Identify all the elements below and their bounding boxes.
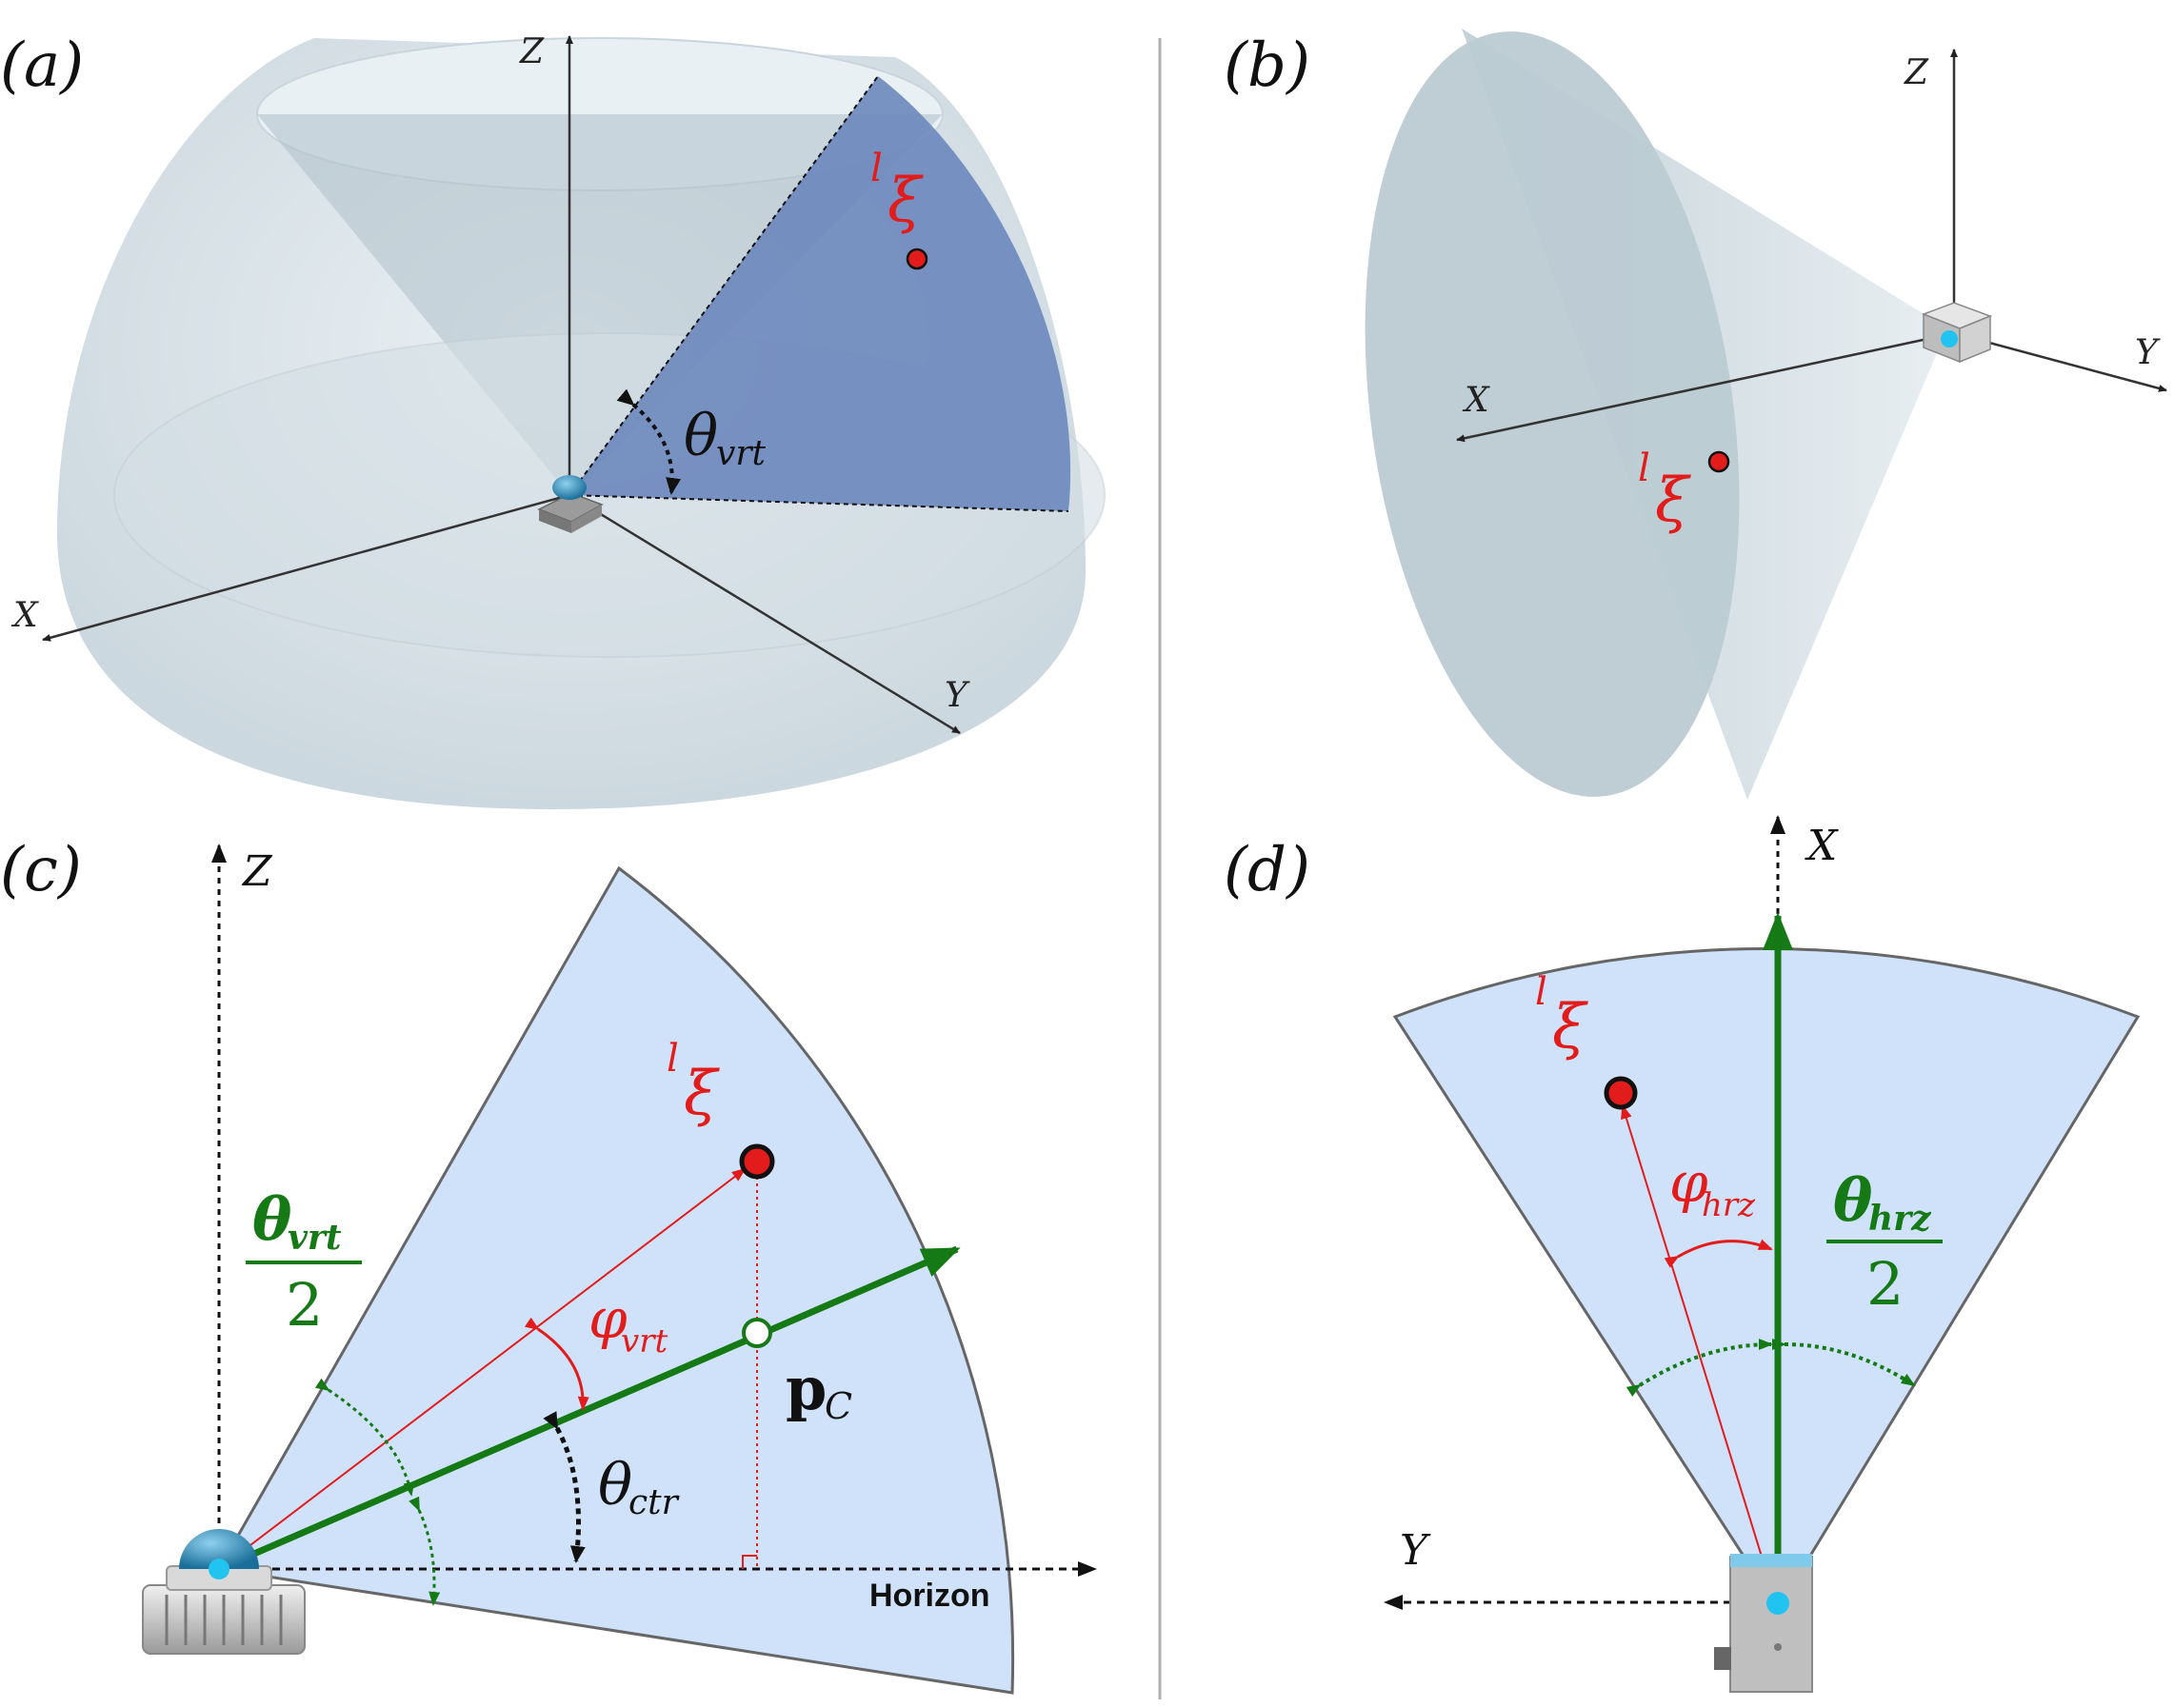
panel-c-phi-symbol: φ xyxy=(588,1286,628,1351)
panel-b-z-label: Z xyxy=(1904,53,1929,92)
panel-c: (c) Z Horizon l ξ θ vrt 2 φ vrt θ ctr p … xyxy=(0,835,1097,1695)
panel-a-z-label: Z xyxy=(519,32,545,71)
panel-a-xi-symbol: ξ xyxy=(888,166,924,236)
panel-d: (d) X Y l ξ φ hrz θ hrz 2 xyxy=(1224,815,2141,1693)
panel-c-fov-sector xyxy=(216,865,1015,1695)
panel-a-highlight-wedge xyxy=(569,76,1071,511)
panel-c-pc-point xyxy=(742,1318,772,1348)
panel-a-theta-subscript: vrt xyxy=(716,434,767,473)
panel-a-y-label: Y xyxy=(945,676,970,715)
panel-a-theta-symbol: θ xyxy=(684,403,718,469)
panel-a-theta-arc xyxy=(616,388,682,495)
panel-d-theta-symbol: θ xyxy=(1833,1165,1873,1235)
panel-a-wedge-edge-bottom xyxy=(568,494,1069,512)
panel-d-xi-symbol: ξ xyxy=(1552,992,1588,1063)
panel-b-camera-sensor xyxy=(1921,302,1993,364)
panel-d-half-angle-arc-left xyxy=(1626,1339,1773,1398)
panel-d-camera-sensor xyxy=(1714,1554,1813,1693)
panel-a-xi-superscript: l xyxy=(870,147,883,190)
panel-c-half-angle-arc-upper xyxy=(314,1378,415,1497)
panel-c-theta-vrt-symbol: θ xyxy=(252,1184,292,1254)
panel-b-cone-opening xyxy=(1365,31,1740,797)
panel-c-phi-subscript: vrt xyxy=(621,1322,668,1360)
panel-a-label: (a) xyxy=(0,30,84,101)
panel-d-y-label: Y xyxy=(1400,1526,1431,1575)
panel-b-xi-superscript: l xyxy=(1638,447,1650,490)
panel-d-fov-sector xyxy=(1392,947,2141,1612)
panel-b-xi-symbol: ξ xyxy=(1655,466,1691,536)
panel-d-theta-denominator: 2 xyxy=(1866,1249,1904,1319)
panel-c-theta-vrt-denominator: 2 xyxy=(286,1270,323,1340)
panel-b: (b) Z X Y l ξ xyxy=(1224,29,2167,800)
panel-c-z-label: Z xyxy=(241,847,273,896)
panel-c-label: (c) xyxy=(0,835,82,905)
panel-a-x-label: X xyxy=(10,596,39,635)
panel-d-half-angle-arc-right xyxy=(1771,1338,1916,1387)
panel-d-phi-arc xyxy=(1664,1239,1773,1268)
panel-d-phi-subscript: hrz xyxy=(1702,1186,1756,1224)
panel-a-lidar-sensor xyxy=(537,475,604,533)
panel-c-pc-symbol: p xyxy=(786,1354,827,1423)
panel-c-lidar-sensor xyxy=(142,1529,306,1655)
panel-b-label: (b) xyxy=(1224,30,1310,101)
panel-d-phi-symbol: φ xyxy=(1669,1150,1708,1215)
panel-a-y-axis xyxy=(568,493,961,735)
panel-d-xi-point xyxy=(1604,1076,1638,1110)
panel-c-pc-subscript: C xyxy=(825,1385,852,1427)
panel-c-horizon-label: Horizon xyxy=(869,1578,990,1614)
panel-c-half-angle-arc-lower xyxy=(409,1496,441,1606)
panel-c-theta-ctr-arc xyxy=(543,1411,586,1563)
panel-c-right-angle xyxy=(742,1555,757,1569)
panel-c-xi-symbol: ξ xyxy=(684,1059,720,1129)
panel-c-theta-ctr-symbol: θ xyxy=(598,1452,632,1519)
panel-b-y-label: Y xyxy=(2135,333,2161,372)
panel-b-xi-point xyxy=(1707,450,1730,473)
panel-d-label: (d) xyxy=(1224,835,1310,905)
panel-c-xi-superscript: l xyxy=(667,1037,679,1081)
panel-d-x-label: X xyxy=(1805,822,1839,870)
panel-c-xi-point xyxy=(739,1143,775,1180)
panel-c-theta-ctr-subscript: ctr xyxy=(628,1483,680,1522)
panel-b-x-label: X xyxy=(1462,381,1490,420)
panel-d-xi-superscript: l xyxy=(1535,970,1547,1014)
panel-c-phi-arc xyxy=(524,1317,589,1411)
panel-d-theta-subscript: hrz xyxy=(1868,1199,1932,1239)
panel-c-xi-ray xyxy=(218,1167,747,1570)
panel-a-xi-point xyxy=(906,248,928,270)
panel-a-x-axis xyxy=(42,493,570,642)
panel-a-inner-cone xyxy=(257,114,943,495)
panel-b-x-axis xyxy=(1456,331,1955,443)
panel-c-theta-vrt-subscript: vrt xyxy=(288,1218,342,1258)
panel-a: (a) Z X Y l ξ θ vrt xyxy=(0,30,1106,809)
